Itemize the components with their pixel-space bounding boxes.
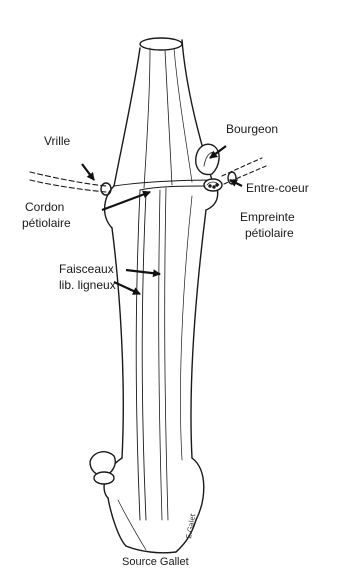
label-empreinte-line2: pétiolaire [245,226,294,241]
label-faisceaux-line2: lib. ligneux [59,278,116,293]
arrow-vrille [82,164,94,180]
label-faisceaux-line1: Faisceaux [59,262,114,277]
lower-internode [112,188,206,520]
arrow-cordon [102,192,150,210]
bud [196,144,219,174]
tendril [30,172,111,195]
source-caption: Source Gallet [122,555,189,570]
leaf-scar [204,179,222,191]
petiolar-cord [140,186,205,190]
label-vrille: Vrille [44,134,70,149]
label-cordon-line1: Cordon [25,200,64,215]
label-cordon-line2: pétiolaire [22,216,71,231]
label-bourgeon: Bourgeon [226,122,278,137]
label-entre-coeur: Entre-coeur [246,181,309,196]
label-empreinte-line1: Empreinte [240,210,295,225]
